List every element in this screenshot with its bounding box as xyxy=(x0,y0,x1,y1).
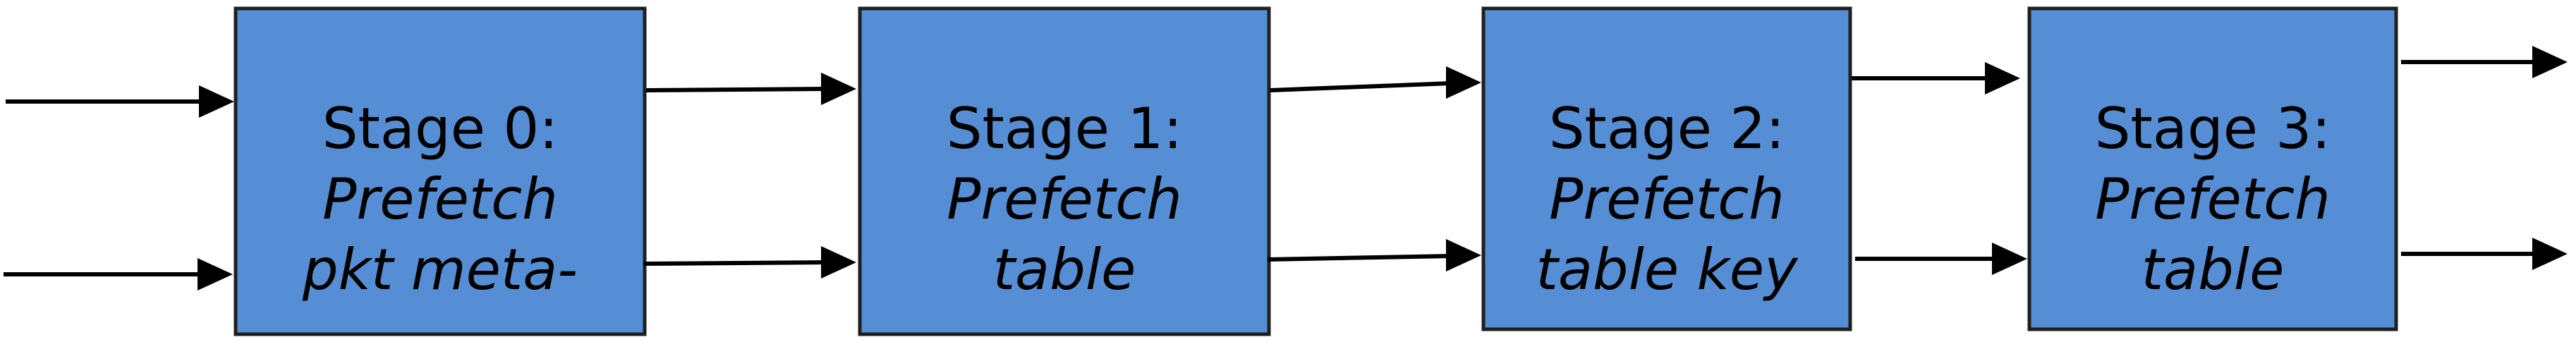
stage-3-box: Stage 3: Prefetch table xyxy=(2027,6,2398,331)
stage-1-title: Stage 1: xyxy=(947,96,1182,161)
arrow-output-top xyxy=(2401,46,2568,78)
arrow-stage0-to-stage1-bottom xyxy=(643,246,856,279)
stage-3-title: Stage 3: xyxy=(2095,96,2331,161)
stage-1-line-1: Prefetch xyxy=(947,166,1182,232)
stage-0-box: Stage 0: Prefetch pkt meta- xyxy=(233,6,647,336)
stage-2-line-1: Prefetch xyxy=(1549,166,1785,232)
stage-1-line-2: table xyxy=(993,237,1136,303)
stage-3-line-2: table xyxy=(2141,237,2285,303)
stage-3-line-1: Prefetch xyxy=(2095,166,2331,232)
arrow-stage2-to-stage3-bottom xyxy=(1855,243,2027,275)
arrow-stage0-to-stage1-top xyxy=(645,73,856,105)
stage-0-line-1: Prefetch xyxy=(322,166,558,232)
stage-2-box: Stage 2: Prefetch table key xyxy=(1481,6,1852,331)
stage-0-line-2: pkt meta- xyxy=(302,237,578,303)
arrow-stage1-to-stage2-top xyxy=(1270,66,1481,99)
stage-2-line-2: table key xyxy=(1536,237,1799,303)
arrow-input-top xyxy=(6,85,234,118)
stage-2-title: Stage 2: xyxy=(1549,96,1785,161)
stage-1-box: Stage 1: Prefetch table xyxy=(858,6,1271,336)
arrow-input-bottom xyxy=(4,258,233,291)
arrow-stage1-to-stage2-bottom xyxy=(1267,239,1481,271)
arrow-output-bottom xyxy=(2401,238,2568,270)
stage-0-title: Stage 0: xyxy=(322,96,558,161)
arrow-stage2-to-stage3-top xyxy=(1852,62,2020,94)
